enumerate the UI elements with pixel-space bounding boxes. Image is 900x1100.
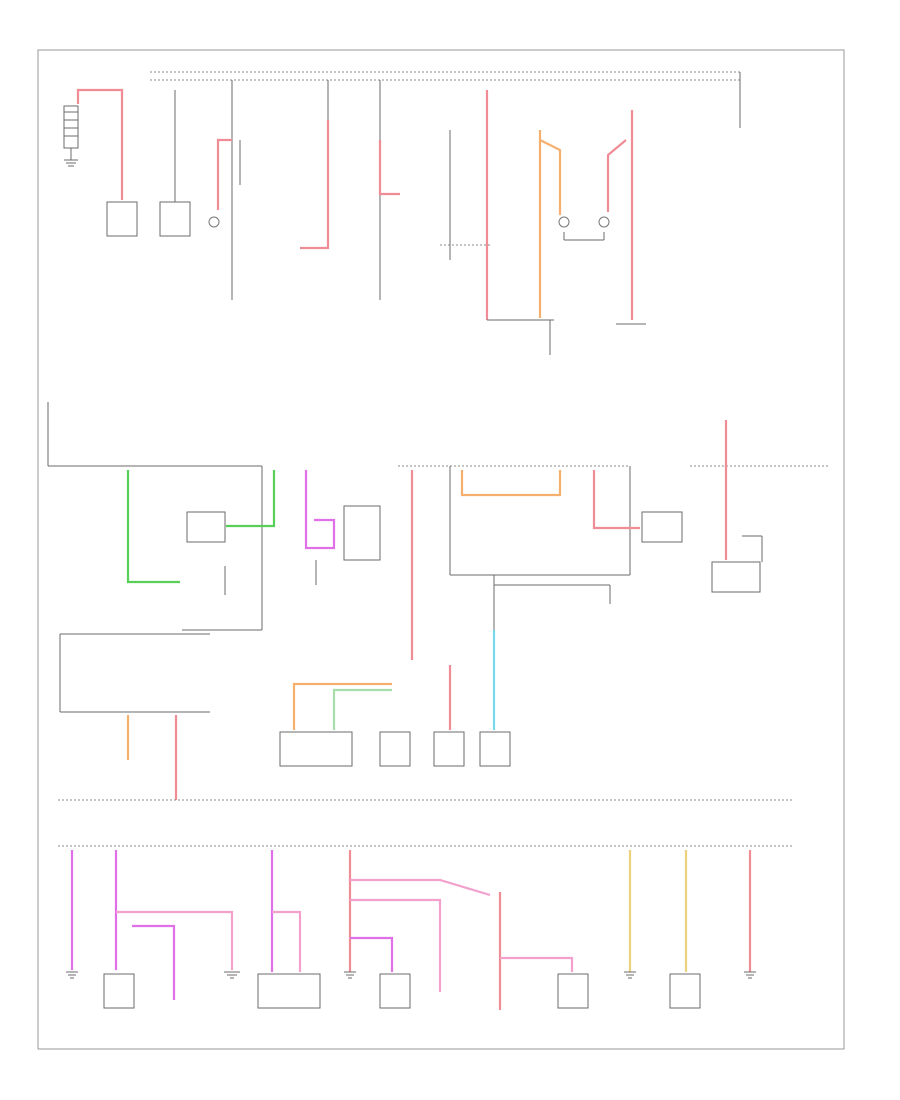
fuse-tap-group-top	[208, 80, 646, 355]
ground-symbol	[344, 971, 356, 979]
ground-symbol	[224, 971, 240, 979]
module-bottom-4	[557, 973, 589, 1009]
module-bottom-3	[379, 973, 411, 1009]
module-lower-b	[379, 731, 411, 767]
battery-circuit	[63, 88, 191, 237]
module-middle-center	[343, 505, 381, 561]
ground-symbols	[66, 971, 756, 979]
generic-module-1	[106, 201, 138, 237]
ground-symbol	[624, 971, 636, 979]
module-lower-d	[479, 731, 511, 767]
ground-symbol	[744, 971, 756, 979]
diagram-frame	[37, 49, 845, 1050]
lower-middle-section	[59, 630, 511, 800]
bottom-section	[58, 799, 792, 1010]
module-bottom-1	[103, 973, 135, 1009]
module-lower-c	[433, 731, 465, 767]
module-middle-right	[641, 511, 683, 543]
top-section	[63, 71, 741, 355]
module-middle-left	[186, 511, 226, 543]
generic-module-2	[159, 201, 191, 237]
middle-section	[47, 402, 828, 700]
module-bottom-2	[257, 973, 321, 1009]
ground-symbol	[66, 971, 78, 979]
module-bottom-5	[669, 973, 701, 1009]
module-lower-a	[279, 731, 353, 767]
module-far-right	[711, 561, 761, 593]
